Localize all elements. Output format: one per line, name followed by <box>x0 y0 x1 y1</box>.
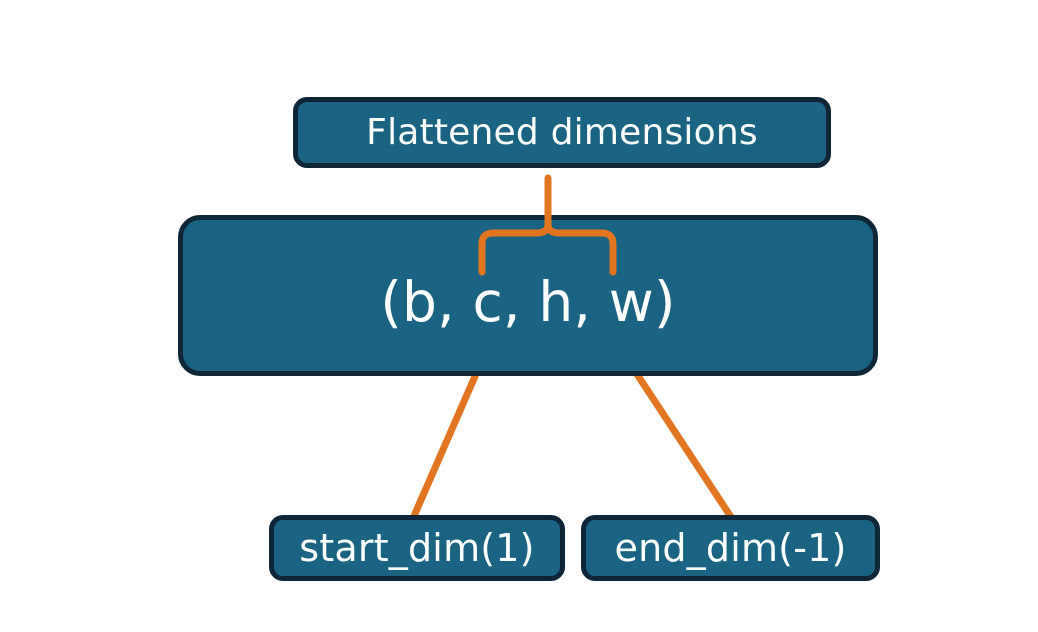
end-dim-label: end_dim(-1) <box>614 526 847 570</box>
start-dim-label: start_dim(1) <box>299 526 535 570</box>
tensor-shape-label: (b, c, h, w) <box>380 269 676 334</box>
end-dim-box[interactable]: end_dim(-1) <box>581 515 880 581</box>
flattened-dimensions-box[interactable]: Flattened dimensions <box>293 97 831 168</box>
start-dim-box[interactable]: start_dim(1) <box>269 515 565 581</box>
tensor-shape-box[interactable]: (b, c, h, w) <box>178 215 878 376</box>
flattened-dimensions-label: Flattened dimensions <box>366 112 758 153</box>
